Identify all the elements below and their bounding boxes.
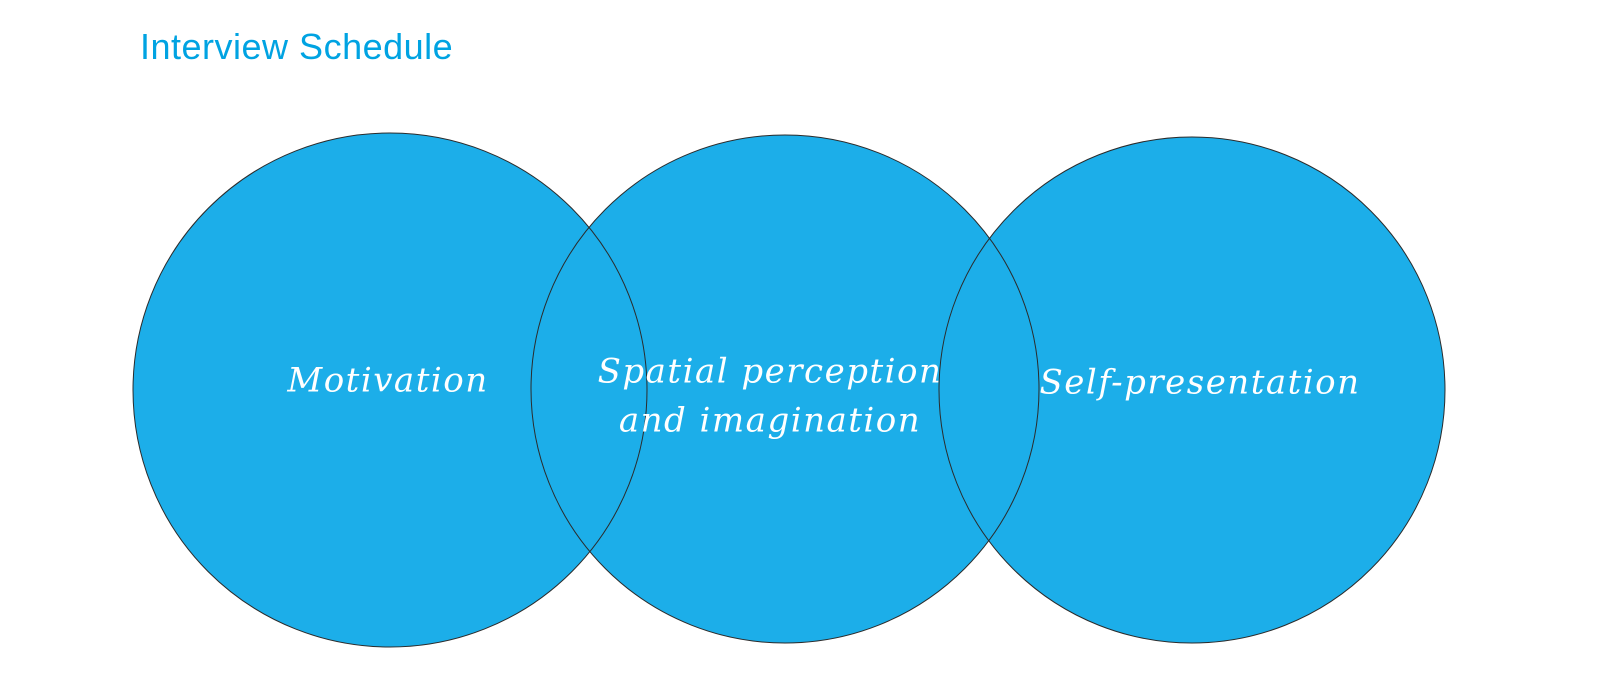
circle-motivation-outline [132, 132, 648, 648]
circle-self-presentation-outline [938, 136, 1446, 644]
circle-self-presentation-fill [939, 137, 1445, 643]
circle-fills [133, 133, 1445, 647]
circle-spatial-fill [531, 135, 1039, 643]
circle-outlines [132, 132, 1446, 648]
page-title: Interview Schedule [140, 26, 454, 67]
circle-motivation-fill [133, 133, 647, 647]
circle-spatial-outline [530, 134, 1040, 644]
